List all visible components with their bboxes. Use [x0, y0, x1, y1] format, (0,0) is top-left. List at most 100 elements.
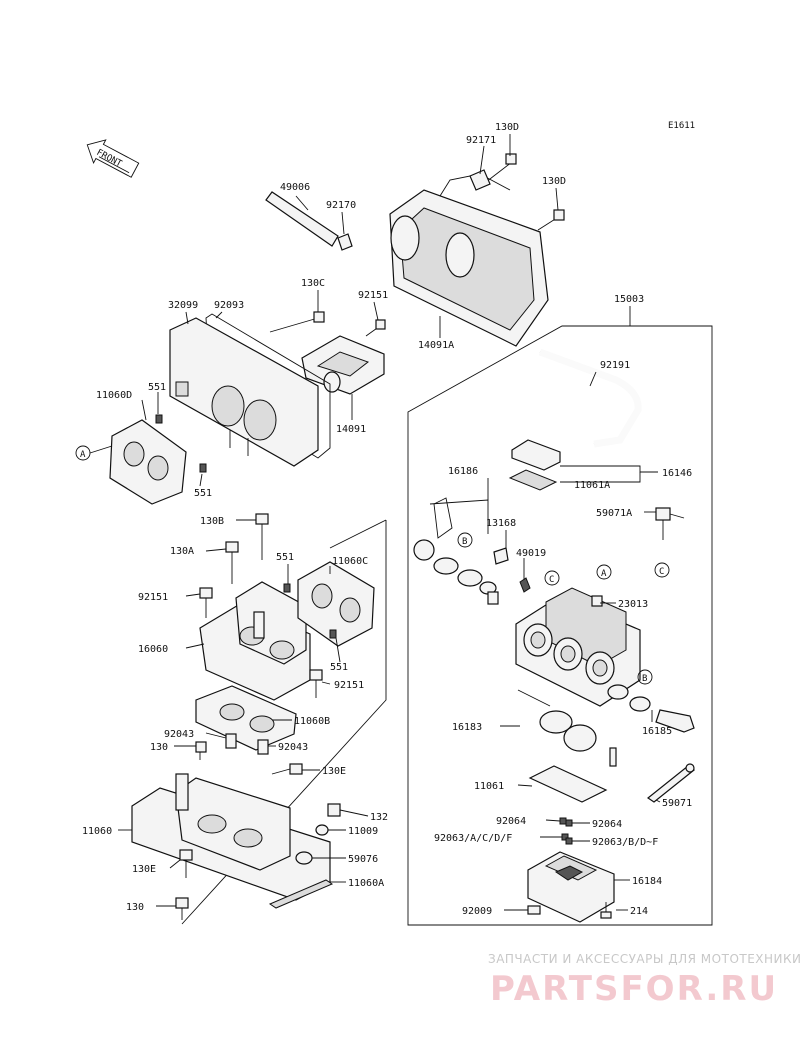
label-130A: 130A [170, 546, 194, 557]
label-130E-upper: 130E [322, 766, 346, 777]
label-92093: 92093 [214, 300, 244, 311]
label-59076: 59076 [348, 854, 378, 865]
label-59071: 59071 [662, 798, 692, 809]
label-130E-lower: 130E [132, 864, 156, 875]
leader-lines [118, 134, 661, 911]
jets-92064 [559, 817, 573, 827]
label-92064-a: 92064 [496, 816, 526, 827]
jets-92063 [561, 833, 573, 845]
part-59076 [295, 851, 313, 865]
part-49019 [519, 577, 531, 593]
plug-132 [327, 803, 341, 817]
label-11060A: 11060A [348, 878, 384, 889]
bolt-130A [225, 541, 239, 584]
label-130D-right: 130D [542, 176, 566, 187]
gasket-11061 [528, 765, 608, 803]
label-11009: 11009 [348, 826, 378, 837]
svg-text:C: C [549, 575, 554, 585]
label-92151-right: 92151 [334, 680, 364, 691]
label-551-a: 551 [148, 382, 166, 393]
lever-59071 [646, 763, 696, 803]
screw-214 [600, 902, 612, 919]
dowel-551-b [199, 463, 207, 473]
label-14091A: 14091A [418, 340, 454, 351]
dowel-551-a [155, 414, 163, 424]
svg-text:A: A [80, 450, 86, 460]
part-labels: 92171 130D 130D 49006 92170 130 C 32099 9… [82, 122, 692, 917]
label-49006: 49006 [280, 182, 310, 193]
gasket-11060A [268, 879, 334, 909]
label-551-d: 551 [330, 662, 348, 673]
label-15003: 15003 [614, 294, 644, 305]
watermark: ЗАПЧАСТИ И АКСЕССУАРЫ ДЛЯ МОТОТЕХНИКИ PA… [488, 952, 800, 1009]
label-49019: 49019 [516, 548, 546, 559]
label-92151-upper: 92151 [358, 290, 388, 301]
bolt-130B [255, 513, 269, 560]
bolt-92151-right [309, 669, 323, 698]
label-92063-b: 92063/B/D~F [592, 837, 658, 848]
label-11060: 11060 [82, 826, 112, 837]
valve-16146 [511, 439, 561, 471]
label-130-lower: 130 [126, 902, 144, 913]
svg-text:A: A [601, 569, 607, 579]
bolt-130D-top [485, 153, 517, 183]
bolt-130E-upper [271, 763, 303, 775]
dowel-551-c [283, 583, 291, 593]
label-214: 214 [630, 906, 648, 917]
hose-49006 [265, 191, 339, 247]
label-92064-b: 92064 [592, 819, 622, 830]
callout-a-left: A [75, 445, 113, 461]
bracket-92171 [469, 169, 491, 191]
gasket-11060D [109, 419, 187, 505]
label-551-b: 551 [194, 488, 212, 499]
throttle-assembly-16186 [413, 497, 499, 605]
label-11061A: 11061A [574, 480, 610, 491]
dowel-551-d [329, 629, 337, 639]
bolt-130D-right [537, 209, 565, 231]
bolt-130-lower [175, 897, 189, 920]
label-92043-a: 92043 [164, 729, 194, 740]
callout-b-right: B [637, 669, 653, 685]
plunger-16183 [517, 689, 617, 767]
bolt-130C [269, 311, 325, 333]
gasket-11060B [195, 685, 297, 751]
screw-23013 [591, 595, 603, 607]
label-92171: 92171 [466, 135, 496, 146]
linkage-16185 [607, 684, 695, 733]
label-130B: 130B [200, 516, 224, 527]
callout-c-mid: C [544, 570, 560, 586]
label-11061: 11061 [474, 781, 504, 792]
label-11060D: 11060D [96, 390, 132, 401]
label-16146: 16146 [662, 468, 692, 479]
label-11060B: 11060B [294, 716, 330, 727]
label-130D-top: 130D [495, 122, 519, 133]
label-92043-b: 92043 [278, 742, 308, 753]
label-16060: 16060 [138, 644, 168, 655]
label-11060C: 11060C [332, 556, 368, 567]
collar-92043-b [257, 739, 269, 755]
gasket-11061A [508, 469, 558, 491]
label-16185: 16185 [642, 726, 672, 737]
label-16186: 16186 [448, 466, 478, 477]
watermark-brand: PARTSFOR.RU [490, 969, 778, 1009]
label-92170: 92170 [326, 200, 356, 211]
float-bowl-16184 [527, 851, 615, 923]
label-59071A: 59071A [596, 508, 632, 519]
airbox-cover [389, 173, 549, 347]
carburetor-body [515, 587, 641, 707]
bolt-92151-upper [365, 319, 386, 337]
gasket-11060C [297, 561, 375, 647]
label-32099: 32099 [168, 300, 198, 311]
label-92151-left: 92151 [138, 592, 168, 603]
base-11060 [131, 773, 331, 901]
label-551-c: 551 [276, 552, 294, 563]
washer-11009 [315, 824, 329, 836]
callout-b-left: B [457, 532, 473, 548]
bolt-92151-left [199, 587, 213, 618]
fitting-59071A [655, 507, 685, 540]
svg-text:B: B [462, 537, 467, 547]
label-23013: 23013 [618, 599, 648, 610]
label-16184: 16184 [632, 876, 662, 887]
bolt-130 [195, 741, 207, 760]
